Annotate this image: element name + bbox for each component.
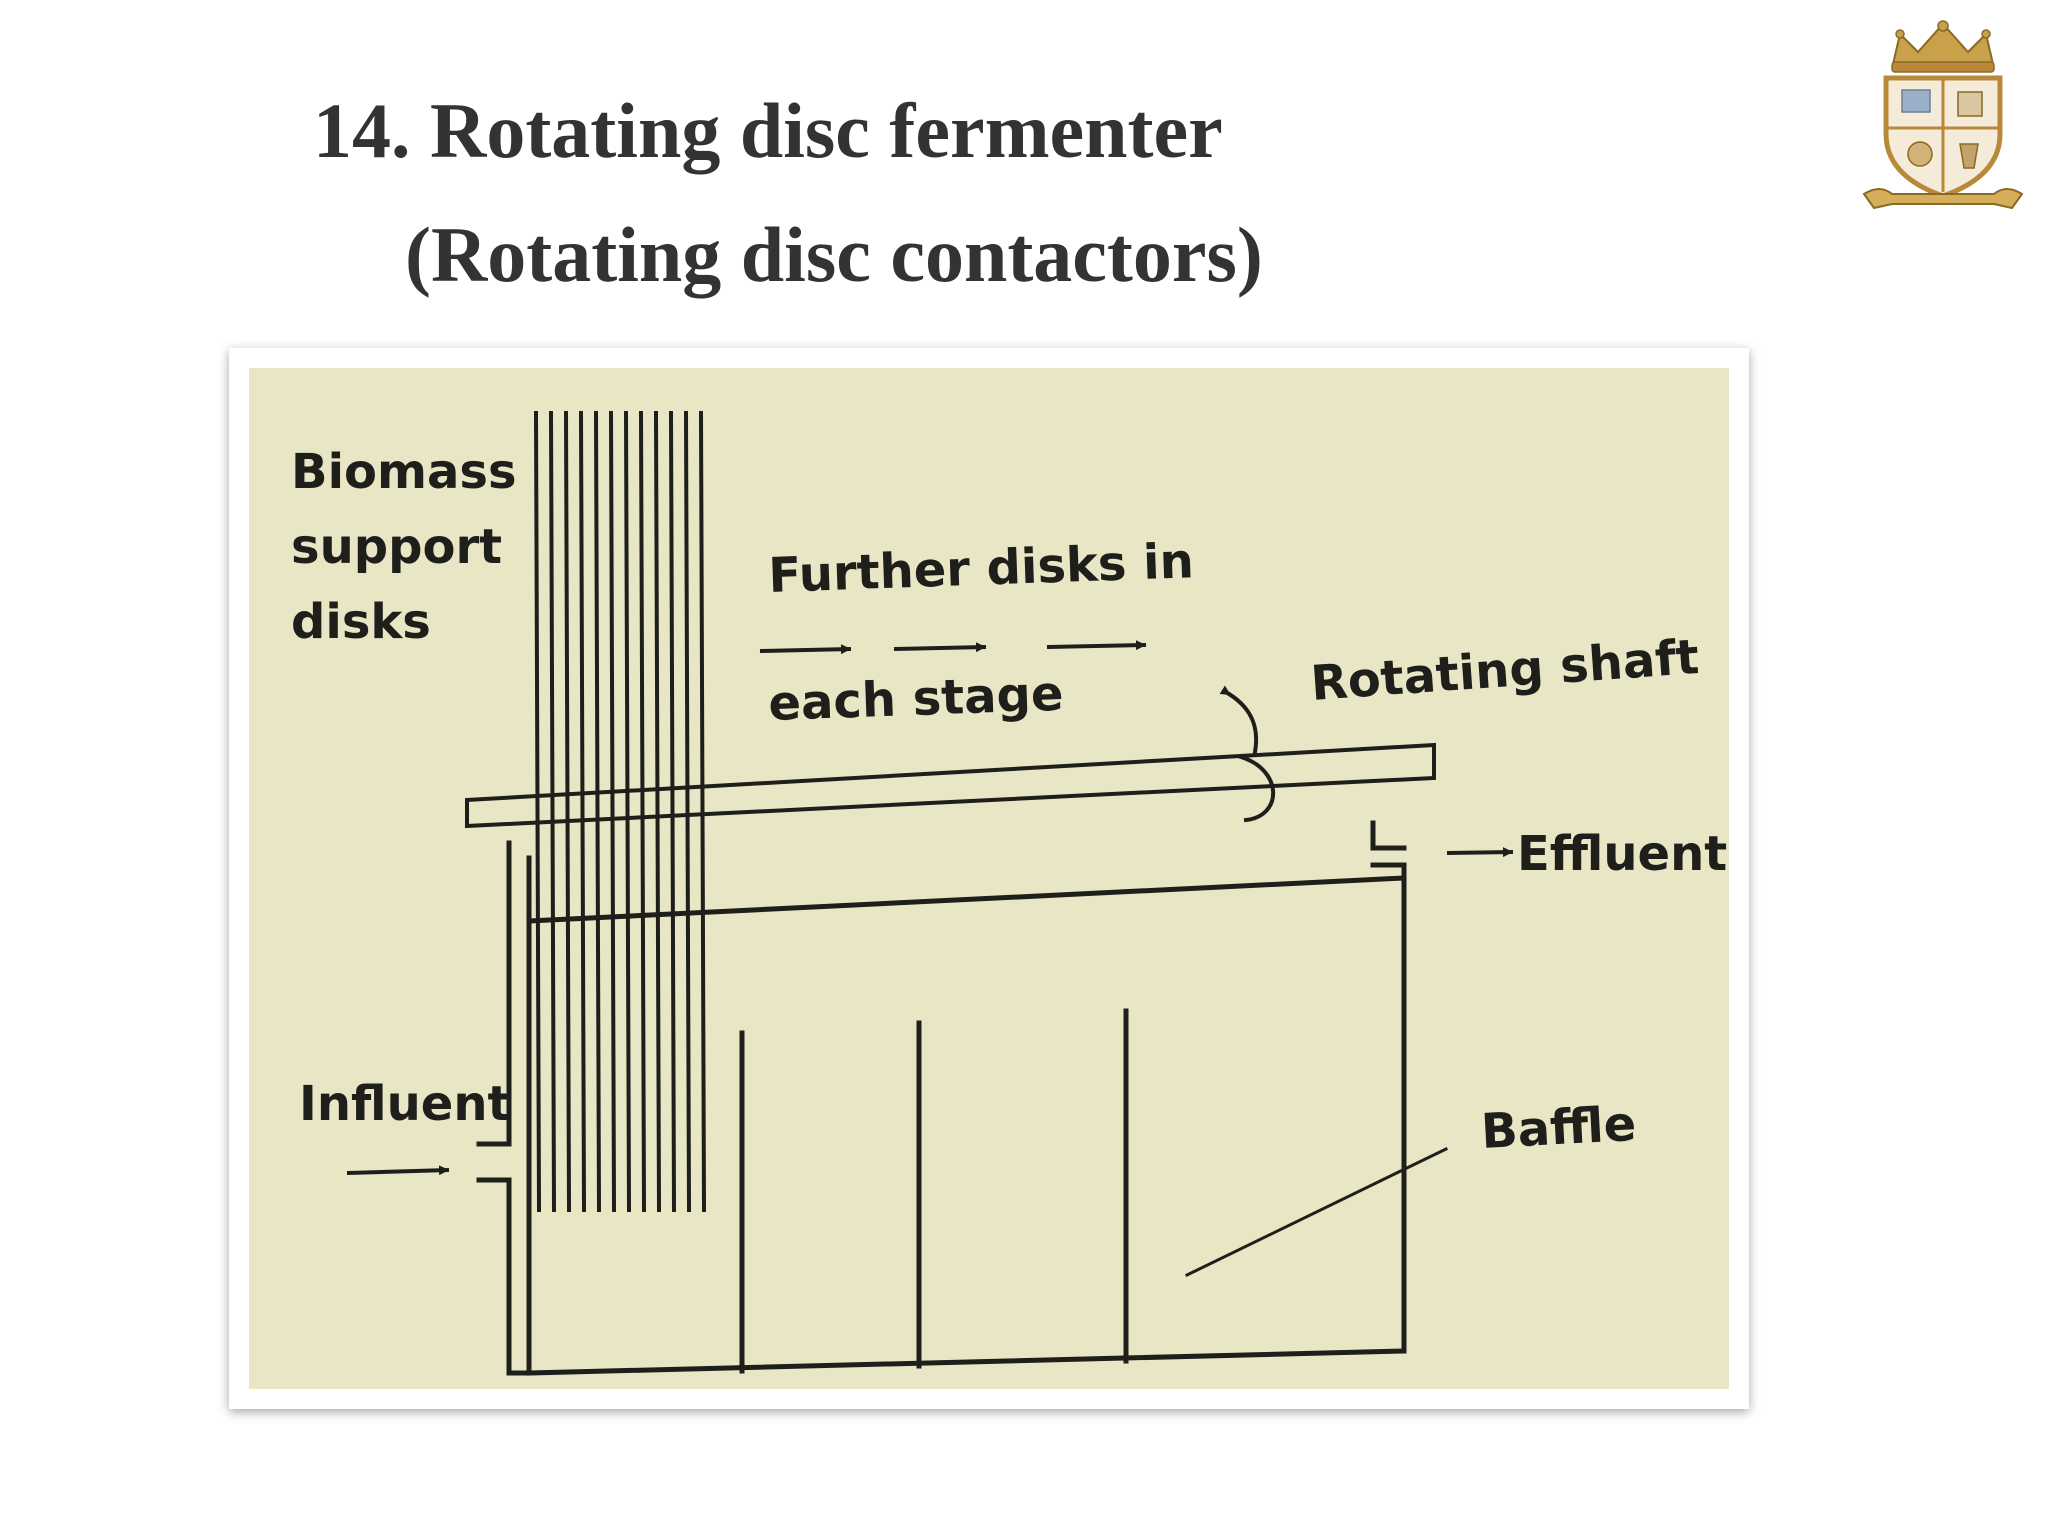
flow-arrow-icon bbox=[759, 644, 852, 655]
rotation-arrow-icon bbox=[1219, 685, 1259, 755]
effluent-label: Effluent bbox=[1517, 826, 1727, 882]
college-crest-icon bbox=[1858, 16, 2028, 216]
further-disks-label: each stage bbox=[767, 666, 1064, 732]
baffle-leader-line bbox=[1184, 1146, 1449, 1278]
biomass-label: Biomass bbox=[291, 444, 517, 500]
biomass-label: support bbox=[291, 519, 502, 575]
figure-frame: Biomass support disks Further disks in e… bbox=[229, 348, 1749, 1409]
rotating-shaft bbox=[465, 742, 1436, 829]
rotating-disc-fermenter-diagram: Biomass support disks Further disks in e… bbox=[249, 368, 1729, 1389]
flow-arrow-icon bbox=[1046, 640, 1147, 651]
effluent-port bbox=[1370, 820, 1407, 868]
influent-label: Influent bbox=[299, 1076, 510, 1132]
biomass-label: disks bbox=[291, 594, 431, 650]
influent-arrow-icon bbox=[346, 1165, 450, 1176]
rotation-arrow-icon bbox=[1238, 754, 1276, 823]
slide-title: 14. Rotating disc fermenter bbox=[313, 87, 1223, 174]
biomass-support-disks bbox=[533, 410, 707, 1213]
paper-background bbox=[249, 368, 1729, 1389]
slide-subtitle: (Rotating disc contactors) bbox=[405, 211, 1263, 298]
baffle-label: Baffle bbox=[1480, 1096, 1638, 1160]
flow-arrow-icon bbox=[893, 642, 987, 653]
effluent-arrow-icon bbox=[1446, 847, 1514, 858]
